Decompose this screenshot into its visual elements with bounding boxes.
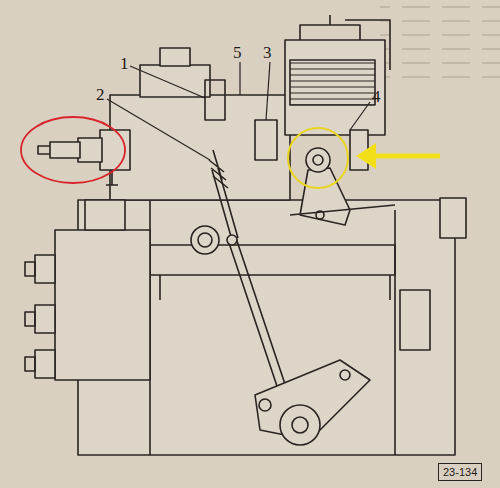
figure-number: 23-134 xyxy=(443,466,477,478)
yellow-arrow xyxy=(356,143,440,169)
callout-number: 1 xyxy=(120,55,129,72)
callout-number: 3 xyxy=(263,44,272,61)
callout-number: 5 xyxy=(233,44,242,61)
callout-number: 2 xyxy=(96,86,105,103)
figure-number-box: 23-134 xyxy=(438,463,482,481)
yellow-highlight-circle xyxy=(288,128,348,188)
callout-number: 4 xyxy=(372,88,381,105)
pump-outline xyxy=(25,15,466,455)
paper-texture xyxy=(380,0,500,90)
leader-lines xyxy=(107,62,370,160)
red-highlight-circle xyxy=(21,117,125,183)
